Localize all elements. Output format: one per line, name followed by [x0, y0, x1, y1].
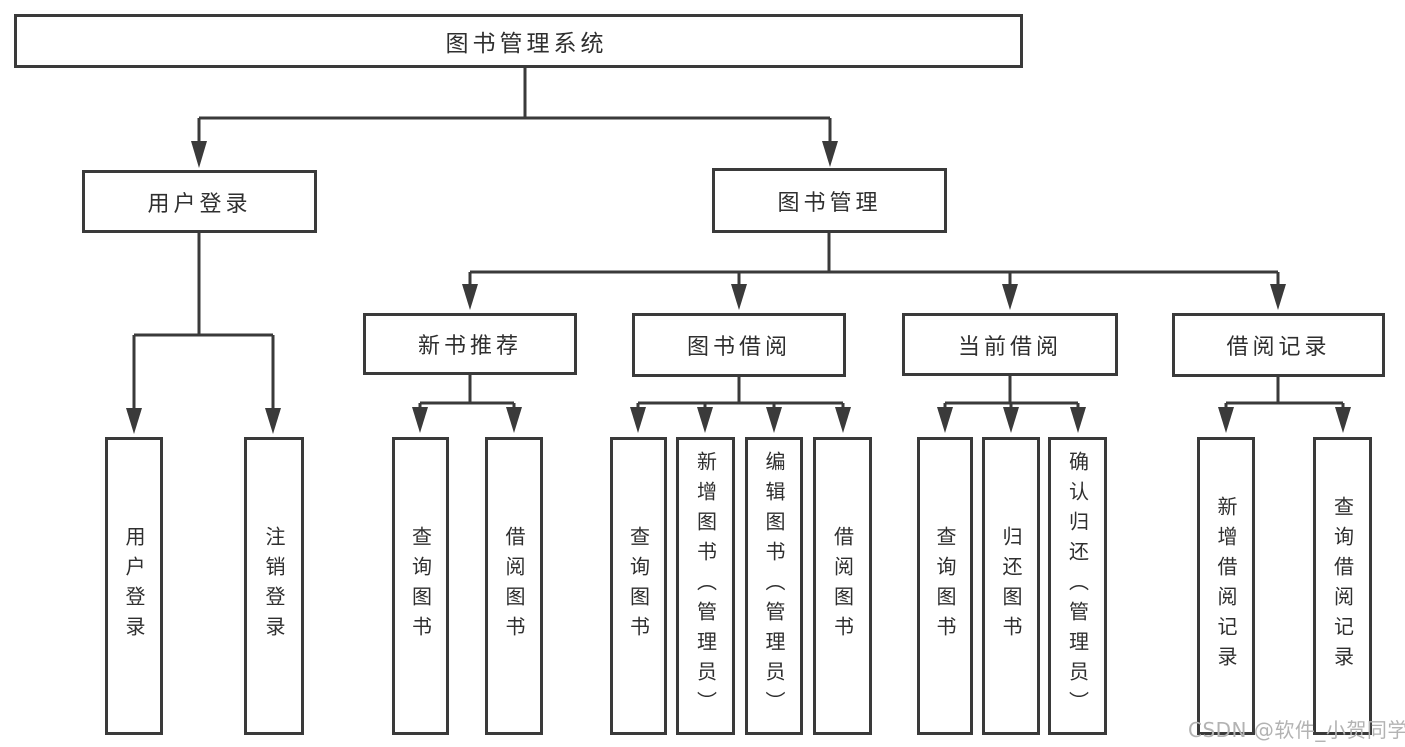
node-new-book-recommendation: 新书推荐 [363, 313, 577, 375]
node-label: 借阅图书 [830, 526, 855, 646]
leaf-nbr-borrow-books: 借阅图书 [485, 437, 543, 735]
connector-current-borrowing-branch [937, 376, 1086, 433]
leaf-nbr-query-books: 查询图书 [392, 437, 449, 735]
node-book-management: 图书管理 [712, 168, 947, 233]
node-label: 查询图书 [933, 526, 957, 646]
connector-book-borrowing-branch [630, 377, 851, 433]
node-book-borrowing: 图书借阅 [632, 313, 846, 377]
leaf-logout-login: 注销登录 [244, 437, 304, 735]
node-label: 图书管理系统 [445, 31, 608, 57]
node-label: 新书推荐 [417, 334, 522, 359]
leaf-user-login: 用户登录 [105, 437, 163, 735]
connector-borrowing-records-branch [1218, 377, 1351, 433]
node-current-borrowing: 当前借阅 [902, 313, 1118, 376]
node-label: 用户登录 [122, 526, 146, 646]
node-label: 注销登录 [262, 526, 286, 646]
node-label: 借阅记录 [1226, 335, 1331, 360]
node-label: 图书管理 [777, 190, 882, 216]
node-label: 用户登录 [147, 191, 252, 217]
csdn-watermark: CSDN @软件_小贺同学 [1188, 718, 1405, 742]
node-user-login: 用户登录 [82, 170, 317, 233]
leaf-cb-query-books: 查询图书 [917, 437, 973, 735]
leaf-bb-query-books: 查询图书 [610, 437, 667, 735]
leaf-cb-return-books: 归还图书 [982, 437, 1040, 735]
node-label: 新增借阅记录 [1214, 496, 1238, 676]
leaf-bb-add-books-admin: 新增图书（管理员） [676, 437, 735, 735]
connector-new-book-recommendation-branch [412, 375, 522, 433]
leaf-br-query-borrow-record: 查询借阅记录 [1313, 437, 1372, 735]
connector-root-to-level2 [191, 68, 838, 168]
node-label: 新增图书（管理员） [693, 451, 718, 721]
node-label: 查询图书 [626, 526, 651, 646]
leaf-cb-confirm-return-admin: 确认归还（管理员） [1048, 437, 1107, 735]
leaf-br-add-borrow-record: 新增借阅记录 [1197, 437, 1255, 735]
leaf-bb-borrow-books: 借阅图书 [813, 437, 872, 735]
node-label: 归还图书 [999, 526, 1023, 646]
node-label: 查询图书 [408, 526, 433, 646]
node-label: 图书借阅 [686, 335, 791, 360]
node-label: 借阅图书 [502, 526, 526, 646]
node-borrowing-records: 借阅记录 [1172, 313, 1385, 377]
node-label: 当前借阅 [957, 334, 1062, 360]
connector-user-login-branch [126, 233, 281, 434]
connector-book-management-branch [462, 233, 1286, 310]
node-label: 编辑图书（管理员） [762, 451, 786, 721]
node-library-management-system: 图书管理系统 [14, 14, 1023, 68]
leaf-bb-edit-books-admin: 编辑图书（管理员） [745, 437, 803, 735]
node-label: 确认归还（管理员） [1065, 451, 1090, 721]
node-label: 查询借阅记录 [1330, 496, 1355, 676]
